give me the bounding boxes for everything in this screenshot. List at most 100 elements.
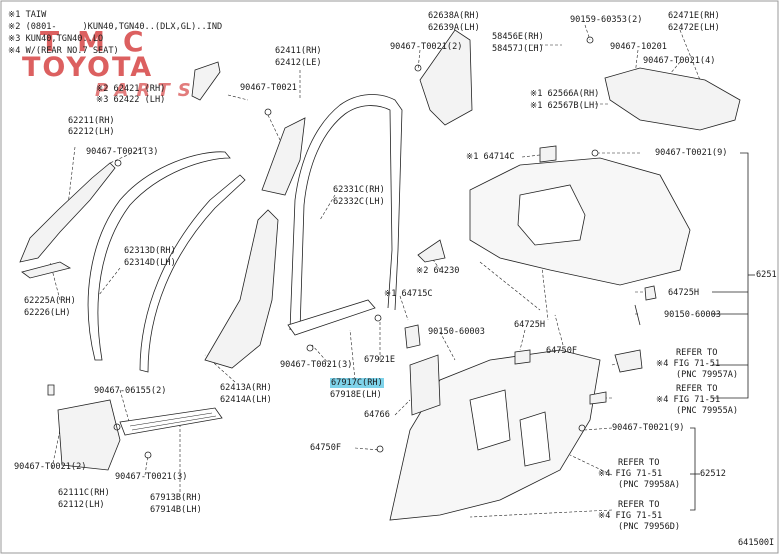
- scuff-plate-67913: [119, 407, 223, 436]
- watermark-parts: PARTS: [95, 80, 199, 101]
- door-opening-trim-62313: [87, 151, 231, 361]
- part-label-62226[interactable]: 62226(LH): [24, 308, 71, 318]
- clip-label-90467-3a[interactable]: 90467-T0021(3): [86, 147, 159, 157]
- part-label-58456[interactable]: 58456E(RH): [492, 32, 544, 42]
- clip-label-90159[interactable]: 90159-60353(2): [570, 15, 643, 25]
- clip-label-90467-t0021[interactable]: 90467-T0021: [240, 83, 297, 93]
- part-label-67917[interactable]: 67917C(RH): [330, 378, 384, 388]
- clip-g: [376, 445, 384, 453]
- part-label-62471[interactable]: 62471E(RH): [668, 11, 720, 21]
- part-label-62225[interactable]: 62225A(RH): [24, 296, 76, 306]
- ref-3-line1: REFER TO: [618, 458, 660, 468]
- clip-d: [113, 423, 121, 431]
- part-label-64725-a[interactable]: 64725H: [514, 320, 546, 330]
- part-label-64750-a[interactable]: 64750F: [546, 346, 578, 356]
- roof-side-garnish-62471: [604, 67, 741, 131]
- clip-label-90467-10201[interactable]: 90467-10201: [610, 42, 667, 52]
- ref-2-line3: (PNC 79955A): [676, 406, 739, 416]
- clip-label-90150-b[interactable]: 90150-60003: [664, 310, 721, 320]
- part-label-62331[interactable]: 62331C(RH): [333, 185, 385, 195]
- part-label-67914[interactable]: 67914B(LH): [150, 505, 202, 515]
- clip-a: [114, 159, 122, 167]
- bracket-62512: [690, 427, 700, 511]
- clip-label-90467-9a[interactable]: 90467-T0021(9): [655, 148, 728, 158]
- part-label-64230[interactable]: ※2 64230: [416, 266, 460, 276]
- part-label-62314[interactable]: 62314D(LH): [124, 258, 176, 268]
- legend-3: ※3 KUN40,TGN40..LO: [8, 34, 104, 44]
- part-label-62567[interactable]: ※1 62567B(LH): [530, 101, 600, 111]
- scuff-plate-67917: [287, 299, 376, 336]
- part-label-62111[interactable]: 62111C(RH): [58, 488, 110, 498]
- part-label-62414[interactable]: 62414A(LH): [220, 395, 272, 405]
- ref-4-line1: REFER TO: [618, 500, 660, 510]
- part-label-64725-b[interactable]: 64725H: [668, 288, 700, 298]
- part-label-62212[interactable]: 62212(LH): [68, 127, 115, 137]
- clip-06155: [47, 384, 55, 396]
- clip-h: [591, 149, 599, 157]
- ref-1-line1: REFER TO: [676, 348, 718, 358]
- clip-f: [374, 314, 382, 322]
- clip-e: [144, 451, 152, 459]
- ref-4-line2[interactable]: ※4 FIG 71-51: [598, 511, 663, 521]
- clip-label-90467-2b[interactable]: 90467-T0021(2): [390, 42, 463, 52]
- front-pillar-garnish: [19, 162, 116, 263]
- small-garnish-62421: [191, 61, 221, 101]
- ref-2-line2[interactable]: ※4 FIG 71-51: [656, 395, 721, 405]
- weatherstrip-62331: [289, 94, 403, 331]
- part-label-62411[interactable]: 62411(RH): [275, 46, 322, 56]
- part-label-62112[interactable]: 62112(LH): [58, 500, 105, 510]
- quarter-pillar-62638: [419, 29, 473, 126]
- clip-label-90467-2[interactable]: 90467-T0021(2): [14, 462, 87, 472]
- legend-2: ※2 (0801- )KUN40,TGN40..(DLX,GL)..IND: [8, 22, 223, 32]
- part-64230: [417, 239, 446, 263]
- part-label-62422[interactable]: ※3 62422 (LH): [96, 95, 166, 105]
- clip-label-90467-9b[interactable]: 90467-T0021(9): [612, 423, 685, 433]
- clip-j: [586, 36, 594, 44]
- part-label-62566[interactable]: ※1 62566A(RH): [530, 89, 600, 99]
- part-label-6251[interactable]: 6251: [756, 270, 777, 280]
- part-label-64750-b[interactable]: 64750F: [310, 443, 342, 453]
- clip-label-90467-3b[interactable]: 90467-T0021(3): [115, 472, 188, 482]
- ref-79957A: [614, 349, 643, 373]
- small-trim-62225: [21, 261, 72, 279]
- part-label-62639[interactable]: 62639A(LH): [428, 23, 480, 33]
- part-label-62413[interactable]: 62413A(RH): [220, 383, 272, 393]
- part-label-62412[interactable]: 62412(LE): [275, 58, 322, 68]
- speaker-opening: [517, 184, 586, 246]
- clip-label-90150-a[interactable]: 90150-60003: [428, 327, 485, 337]
- clip-label-90467-4[interactable]: 90467-T0021(4): [643, 56, 716, 66]
- weatherstrip-62331-inner: [299, 105, 393, 331]
- watermark-tmc: TMC: [40, 25, 162, 58]
- part-label-67918[interactable]: 67918E(LH): [330, 390, 382, 400]
- part-label-67921[interactable]: 67921E: [364, 355, 396, 365]
- panel-64766: [409, 354, 441, 416]
- clip-label-90467-06155[interactable]: 90467-06155(2): [94, 386, 167, 396]
- clip-k: [578, 424, 586, 432]
- part-label-67913[interactable]: 67913B(RH): [150, 493, 202, 503]
- scuff-ribs: [129, 412, 217, 431]
- part-label-62472[interactable]: 62472E(LH): [668, 23, 720, 33]
- part-label-62211[interactable]: 62211(RH): [68, 116, 115, 126]
- screw-90150: [634, 304, 641, 326]
- part-label-64715[interactable]: ※1 64715C: [384, 289, 433, 299]
- part-label-62638[interactable]: 62638A(RH): [428, 11, 480, 21]
- ref-1-line2[interactable]: ※4 FIG 71-51: [656, 359, 721, 369]
- part-label-64766[interactable]: 64766: [364, 410, 390, 420]
- part-64714: [539, 145, 557, 163]
- part-label-58457[interactable]: 58457J(LH): [492, 44, 544, 54]
- part-64725-b: [514, 349, 531, 365]
- watermark-toyota: TOYOTA: [22, 52, 154, 83]
- cowl-side-trim-62111: [57, 399, 121, 471]
- bracket-6251: [712, 152, 755, 399]
- part-label-62332[interactable]: 62332C(LH): [333, 197, 385, 207]
- part-label-64714[interactable]: ※1 64714C: [466, 152, 515, 162]
- part-label-62421[interactable]: ※2 62421 (RH): [96, 84, 166, 94]
- figure-code: 641500I: [738, 538, 775, 548]
- part-label-62313[interactable]: 62313D(RH): [124, 246, 176, 256]
- ref-3-line2[interactable]: ※4 FIG 71-51: [598, 469, 663, 479]
- clip-label-90467-3c[interactable]: 90467-T0021(3): [280, 360, 353, 370]
- part-label-62512[interactable]: 62512: [700, 469, 726, 479]
